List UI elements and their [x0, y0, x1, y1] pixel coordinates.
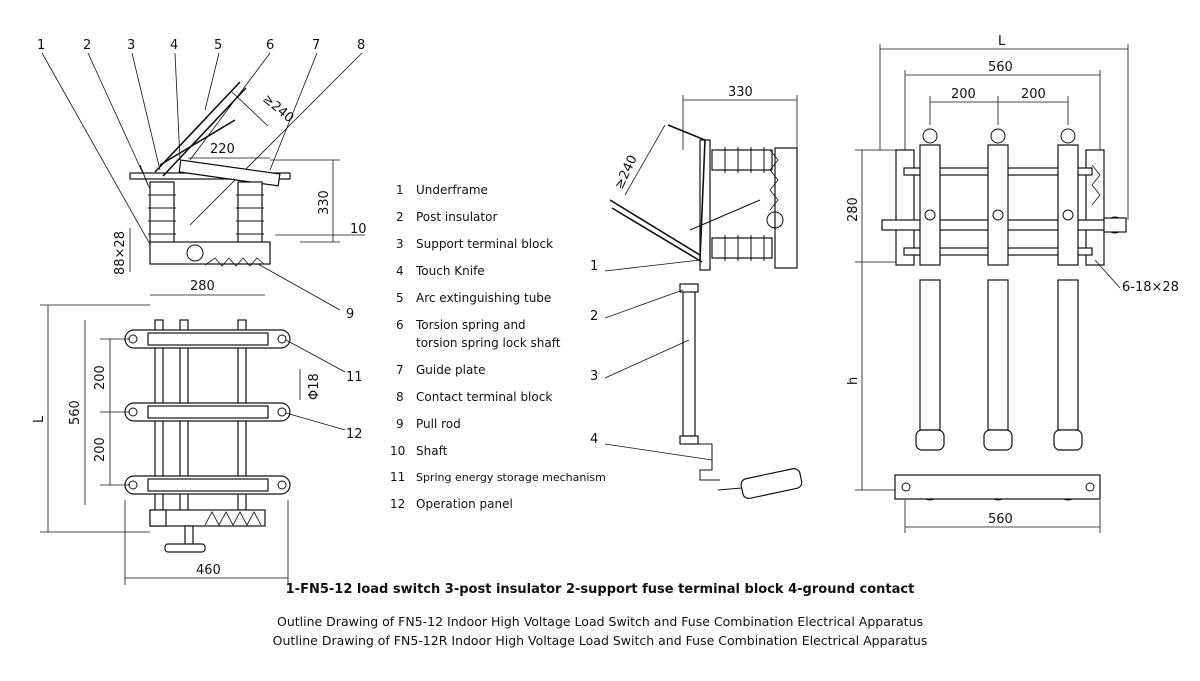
- right-front-view: L 560 200 200: [846, 34, 1179, 533]
- dim-200-r2: 200: [1021, 87, 1046, 102]
- pole-2: [983, 128, 1013, 501]
- dim-330: 330: [317, 190, 332, 215]
- legend-num-1: 1: [396, 183, 404, 197]
- legend-num-5: 5: [396, 291, 404, 305]
- dim-330-mid: 330: [728, 85, 753, 100]
- legend-num-6: 6: [396, 318, 404, 332]
- dim-560-left: 560: [68, 400, 83, 425]
- operating-handle: [740, 468, 803, 500]
- callout-1: 1: [37, 38, 45, 53]
- dim-200-a: 200: [93, 365, 108, 390]
- callout-leaders: [41, 52, 363, 311]
- phase-bar-1: [124, 329, 291, 349]
- pole-1: [915, 128, 945, 501]
- legend-text-11: Spring energy storage mechanism: [416, 471, 606, 484]
- callout-7: 7: [312, 38, 320, 53]
- pole-3: [1053, 128, 1083, 501]
- dim-phi18: Φ18: [307, 373, 322, 400]
- caption-line-1: 1-FN5-12 load switch 3-post insulator 2-…: [286, 582, 915, 597]
- mid-frame-right: [774, 147, 798, 269]
- left-plan-view: L 560 200 200 Φ18 11 12 460: [32, 304, 363, 585]
- phase-bar-2: [124, 402, 291, 422]
- underframe-base: [149, 241, 271, 265]
- mid-callout-2: 2: [590, 309, 598, 324]
- phase-bar-3: [124, 475, 291, 495]
- callout-12: 12: [346, 427, 363, 442]
- legend-num-10: 10: [390, 444, 405, 458]
- callout-6: 6: [266, 38, 274, 53]
- dim-280-right: 280: [846, 197, 861, 222]
- callout-3: 3: [127, 38, 135, 53]
- dim-6-18x28: 6-18×28: [1122, 280, 1179, 295]
- legend-text-6: Torsion spring and: [415, 318, 526, 332]
- callout-2: 2: [83, 38, 91, 53]
- legend-text-9: Pull rod: [416, 417, 461, 431]
- callout-11: 11: [346, 370, 363, 385]
- dim-h: h: [846, 377, 861, 385]
- legend-text-7: Guide plate: [416, 363, 485, 377]
- legend-num-2: 2: [396, 210, 404, 224]
- legend-num-12: 12: [390, 497, 405, 511]
- legend-text-8: Contact terminal block: [416, 390, 552, 404]
- legend-num-3: 3: [396, 237, 404, 251]
- legend-num-9: 9: [396, 417, 404, 431]
- callout-8: 8: [357, 38, 365, 53]
- mid-callout-1: 1: [590, 259, 598, 274]
- callout-9: 9: [346, 307, 354, 322]
- left-side-view: 1 2 3 4 5 6 7 8: [37, 38, 367, 322]
- bottom-base: [894, 474, 1101, 500]
- callout-10: 10: [350, 222, 367, 237]
- legend-num-8: 8: [396, 390, 404, 404]
- dim-200-r1: 200: [951, 87, 976, 102]
- dim-88x28: 88×28: [113, 231, 128, 275]
- middle-side-view: 330 ≥240 1 2 3: [590, 85, 803, 500]
- dim-angle-mid: ≥240: [612, 153, 641, 192]
- dim-200-b: 200: [93, 437, 108, 462]
- callout-5: 5: [214, 38, 222, 53]
- parts-legend: 1 Underframe 2 Post insulator 3 Support …: [390, 183, 606, 511]
- dim-L-right: L: [998, 34, 1006, 49]
- dim-560-top: 560: [988, 60, 1013, 75]
- dim-L-left: L: [32, 415, 47, 423]
- dim-220: 220: [210, 142, 235, 157]
- post-insulator-right: [236, 181, 264, 245]
- dim-460: 460: [196, 563, 221, 578]
- legend-text-3: Support terminal block: [416, 237, 553, 251]
- legend-num-11: 11: [390, 470, 405, 484]
- caption-line-3: Outline Drawing of FN5-12R Indoor High V…: [273, 633, 928, 648]
- legend-text-10: Shaft: [416, 444, 448, 458]
- touch-knife: [178, 159, 281, 187]
- legend-num-7: 7: [396, 363, 404, 377]
- dim-angle-left: ≥240: [259, 92, 296, 126]
- post-insulator-left: [148, 181, 176, 245]
- callout-4: 4: [170, 38, 178, 53]
- legend-text-12: Operation panel: [416, 497, 513, 511]
- dim-280: 280: [190, 279, 215, 294]
- legend-text-4: Touch Knife: [415, 264, 485, 278]
- legend-num-4: 4: [396, 264, 404, 278]
- legend-text-2: Post insulator: [416, 210, 497, 224]
- mid-callout-3: 3: [590, 369, 598, 384]
- dim-560-bottom: 560: [988, 512, 1013, 527]
- caption-line-2: Outline Drawing of FN5-12 Indoor High Vo…: [277, 614, 923, 629]
- mid-callout-4: 4: [590, 432, 598, 447]
- legend-text-5: Arc extinguishing tube: [416, 291, 551, 305]
- legend-text-1: Underframe: [416, 183, 488, 197]
- legend-text-6b: torsion spring lock shaft: [416, 336, 561, 350]
